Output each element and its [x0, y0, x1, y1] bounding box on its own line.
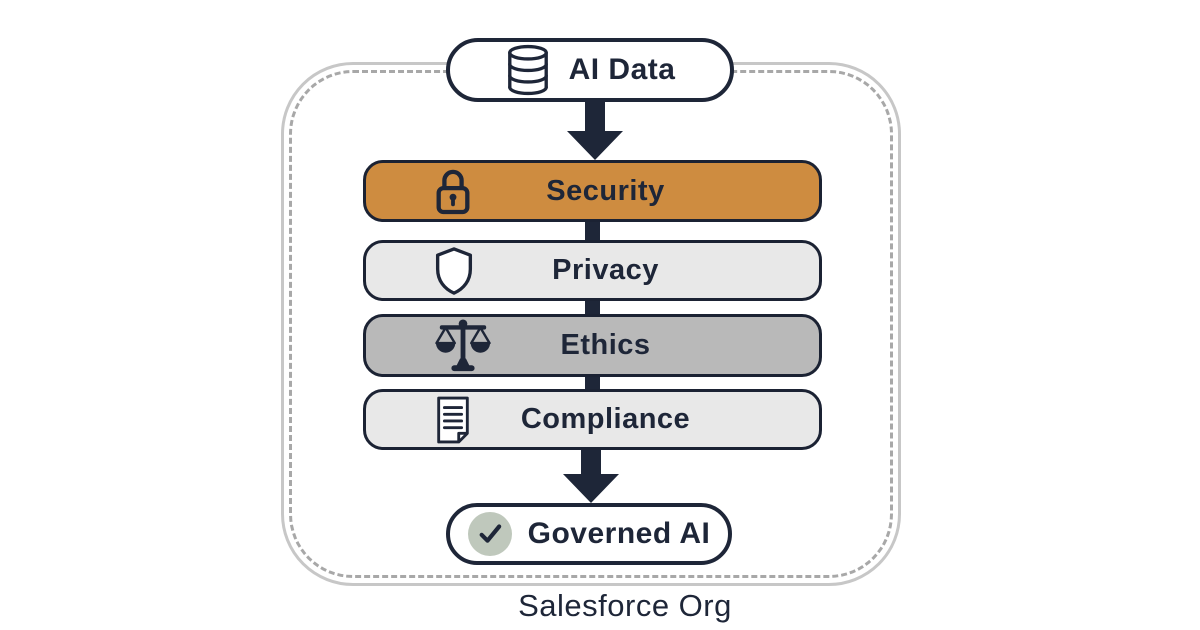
salesforce-org-label: Salesforce Org [518, 588, 732, 623]
check-circle-icon [467, 512, 512, 556]
arrow-down-icon [561, 449, 621, 504]
scales-icon [432, 318, 494, 374]
shield-icon [432, 246, 476, 296]
arrow-down-icon [565, 101, 625, 161]
compliance-label: Compliance [520, 403, 691, 435]
security-label: Security [546, 174, 665, 207]
ai-data-label: AI Data [568, 53, 676, 86]
layer-bar-ethics: Ethics [363, 314, 822, 377]
database-icon [505, 44, 551, 96]
governed-ai-node: Governed AI [446, 503, 732, 565]
privacy-label: Privacy [552, 254, 659, 286]
lock-icon [432, 167, 474, 215]
connector-ethics-compliance [585, 375, 600, 392]
layer-bar-privacy: Privacy [363, 240, 822, 301]
ethics-label: Ethics [560, 329, 651, 361]
layer-bar-security: Security [363, 160, 822, 222]
layer-bar-compliance: Compliance [363, 389, 822, 450]
connector-security-privacy [585, 220, 600, 243]
governed-ai-label: Governed AI [527, 517, 711, 550]
connector-privacy-ethics [585, 299, 600, 317]
ai-data-node: AI Data [446, 38, 734, 102]
document-icon [432, 395, 474, 445]
